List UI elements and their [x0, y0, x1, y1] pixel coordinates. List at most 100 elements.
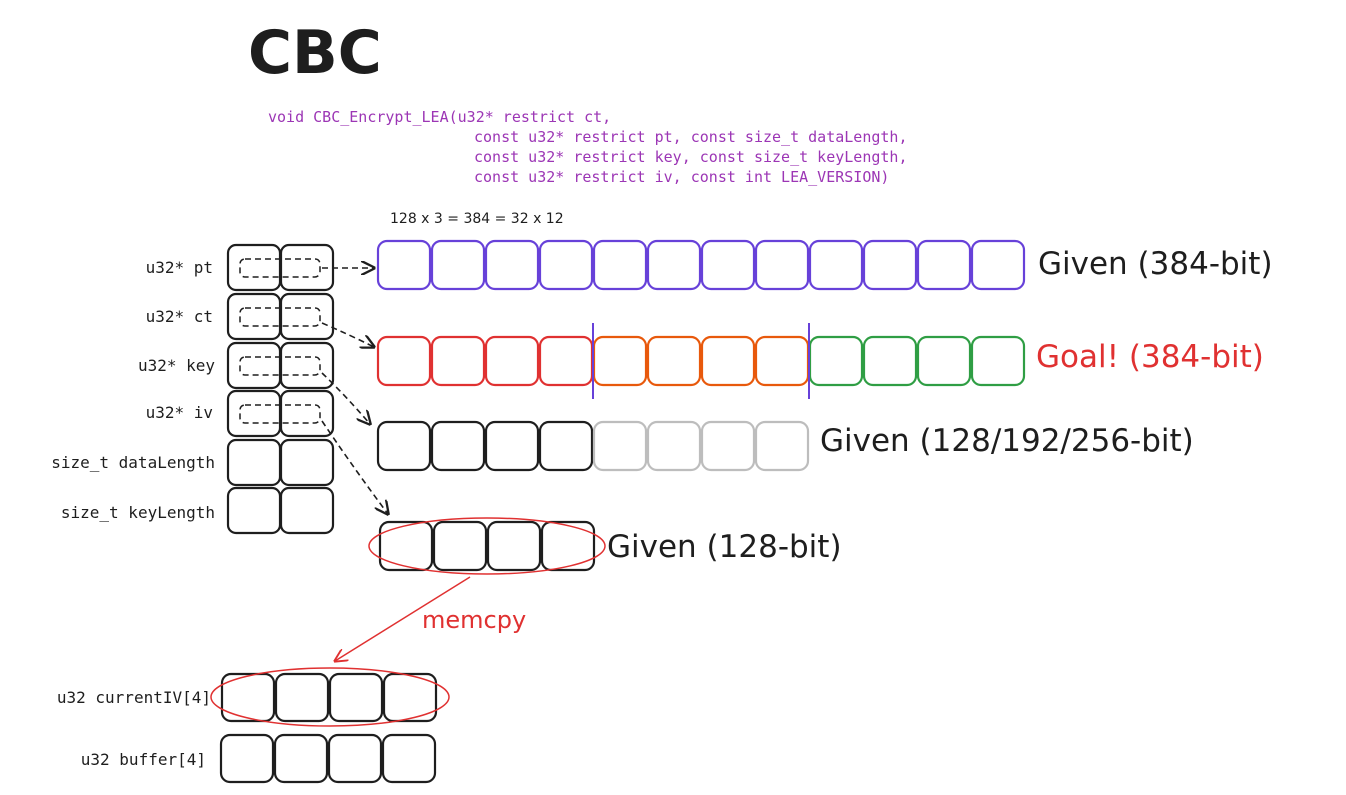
- ct-array-cell-11: [970, 335, 1026, 387]
- param-cell-key: [226, 341, 335, 390]
- param-label-iv: u32* iv: [146, 403, 213, 422]
- arrow-key: [321, 372, 370, 424]
- ct-array-cell-8: [808, 335, 864, 387]
- ct-array-cell-2: [484, 335, 540, 387]
- param-pt-pointer-value: [239, 258, 321, 278]
- param-pt-box-0: [226, 243, 282, 292]
- memcpy-label: memcpy: [422, 606, 526, 634]
- param-key-box-0: [226, 341, 282, 390]
- param-labels: u32* pt u32* ct u32* key u32* iv size_t …: [51, 258, 215, 522]
- key-array-label: Given (128/192/256-bit): [820, 423, 1194, 459]
- array-labels: Given (384-bit) Goal! (384-bit) Given (1…: [607, 246, 1273, 565]
- param-ct-box-0: [226, 292, 282, 341]
- local-array-1-cell-1: [273, 733, 329, 784]
- param-label-dataLength: size_t dataLength: [51, 453, 215, 472]
- param-cell-keyLength: [226, 486, 335, 535]
- param-iv-pointer-value: [239, 404, 321, 424]
- local-array-0-cell-0: [220, 672, 276, 723]
- signature-line-4: const u32* restrict iv, const int LEA_VE…: [474, 168, 889, 186]
- key-array-cell-6: [700, 420, 756, 472]
- key-array-cell-3: [538, 420, 594, 472]
- key-array: [376, 420, 810, 472]
- data-arrays: [368, 239, 1026, 575]
- pt-array-cell-2: [484, 239, 540, 291]
- local-array-0: [210, 667, 450, 727]
- pt-array-cell-11: [970, 239, 1026, 291]
- param-cell-dataLength: [226, 438, 335, 487]
- local-array-1-cell-0: [219, 733, 275, 784]
- param-key-box-1: [279, 341, 335, 390]
- pt-array-cell-3: [538, 239, 594, 291]
- memcpy-arrow: [335, 576, 471, 661]
- ct-array-cell-1: [430, 335, 486, 387]
- iv-highlight-ellipse: [368, 517, 606, 575]
- ct-array-cell-9: [862, 335, 918, 387]
- param-label-key: u32* key: [138, 356, 215, 375]
- key-array-cell-0: [376, 420, 432, 472]
- param-dataLength-box-1: [279, 438, 335, 487]
- key-array-cell-2: [484, 420, 540, 472]
- param-iv-box-0: [226, 389, 282, 438]
- signature-line-2: const u32* restrict pt, const size_t dat…: [474, 128, 907, 146]
- param-key-pointer-value: [239, 356, 321, 376]
- pt-array-cell-10: [916, 239, 972, 291]
- key-array-cell-7: [754, 420, 810, 472]
- pt-array-label: Given (384-bit): [1038, 246, 1273, 282]
- pt-array-cell-8: [808, 239, 864, 291]
- ct-array-cell-10: [916, 335, 972, 387]
- ct-array-cell-3: [538, 335, 594, 387]
- local-arrays: [210, 667, 450, 784]
- pt-array-cell-4: [592, 239, 648, 291]
- param-ct-box-1: [279, 292, 335, 341]
- local-array-1-cell-3: [381, 733, 437, 784]
- ct-array-cell-7: [754, 335, 810, 387]
- local-array-0-cell-2: [328, 672, 384, 723]
- ct-array-cell-6: [700, 335, 756, 387]
- key-array-cell-1: [430, 420, 486, 472]
- local-label-buffer: u32 buffer[4]: [81, 750, 206, 769]
- function-signature: void CBC_Encrypt_LEA(u32* restrict ct, c…: [268, 108, 907, 186]
- ct-array: [376, 323, 1026, 399]
- local-label-currentIV: u32 currentIV[4]: [57, 688, 211, 707]
- arrow-ct: [321, 322, 374, 347]
- pt-array-cell-5: [646, 239, 702, 291]
- param-iv-box-1: [279, 389, 335, 438]
- pt-array-cell-6: [700, 239, 756, 291]
- local-array-0-cell-3: [382, 672, 438, 723]
- iv-array-cell-1: [432, 520, 488, 572]
- local-array-1: [219, 733, 437, 784]
- param-cell-pt: [226, 243, 335, 292]
- ct-array-label: Goal! (384-bit): [1036, 339, 1264, 375]
- param-keyLength-box-0: [226, 486, 282, 535]
- param-dataLength-box-0: [226, 438, 282, 487]
- param-label-pt: u32* pt: [146, 258, 213, 277]
- pt-array-cell-9: [862, 239, 918, 291]
- ct-array-cell-4: [592, 335, 648, 387]
- param-cell-ct: [226, 292, 335, 341]
- pt-array-cell-7: [754, 239, 810, 291]
- local-array-1-cell-2: [327, 733, 383, 784]
- pt-array-cell-1: [430, 239, 486, 291]
- param-label-keyLength: size_t keyLength: [61, 503, 215, 522]
- key-array-cell-4: [592, 420, 648, 472]
- arrow-iv: [321, 420, 388, 514]
- param-cell-iv: [226, 389, 335, 438]
- local-array-0-highlight-ellipse: [210, 667, 450, 727]
- param-label-ct: u32* ct: [146, 307, 213, 326]
- local-labels: u32 currentIV[4] u32 buffer[4]: [57, 688, 211, 769]
- local-array-0-cell-1: [274, 672, 330, 723]
- ct-array-cell-5: [646, 335, 702, 387]
- pt-array: [376, 239, 1026, 291]
- pointer-arrows: [321, 268, 388, 514]
- ct-array-cell-0: [376, 335, 432, 387]
- pt-array-cell-0: [376, 239, 432, 291]
- param-ct-pointer-value: [239, 307, 321, 327]
- key-array-cell-5: [646, 420, 702, 472]
- iv-array-cell-3: [540, 520, 596, 572]
- diagram-title: CBC: [248, 18, 382, 88]
- param-keyLength-box-1: [279, 486, 335, 535]
- signature-line-1: void CBC_Encrypt_LEA(u32* restrict ct,: [268, 108, 611, 126]
- iv-array-cell-2: [486, 520, 542, 572]
- signature-line-3: const u32* restrict key, const size_t ke…: [474, 148, 907, 166]
